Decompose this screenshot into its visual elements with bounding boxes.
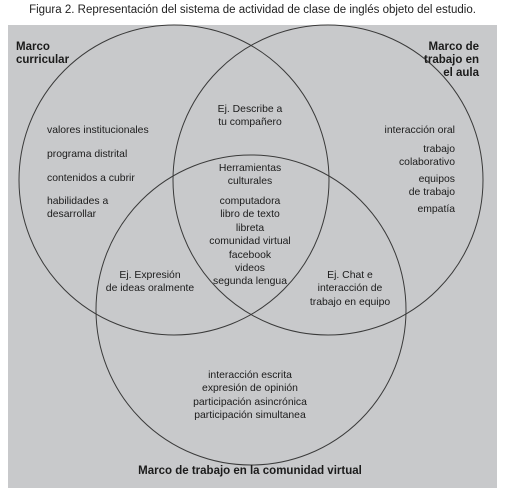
virtual-title: Marco de trabajo en la comunidad virtual xyxy=(138,465,362,477)
curricular-item: contenidos a cubrir xyxy=(47,173,135,184)
circle-virtual xyxy=(95,154,407,466)
curricular-item: programa distrital xyxy=(47,149,128,160)
figure-caption: Figura 2. Representación del sistema de … xyxy=(29,4,476,16)
aula-item: empatía xyxy=(417,204,455,215)
curricular-item: valores institucionales xyxy=(47,125,149,136)
circle-aula xyxy=(172,24,484,336)
diagram-panel xyxy=(8,25,497,488)
circle-curricular xyxy=(18,24,330,336)
aula-item: interacción oral xyxy=(384,125,455,136)
